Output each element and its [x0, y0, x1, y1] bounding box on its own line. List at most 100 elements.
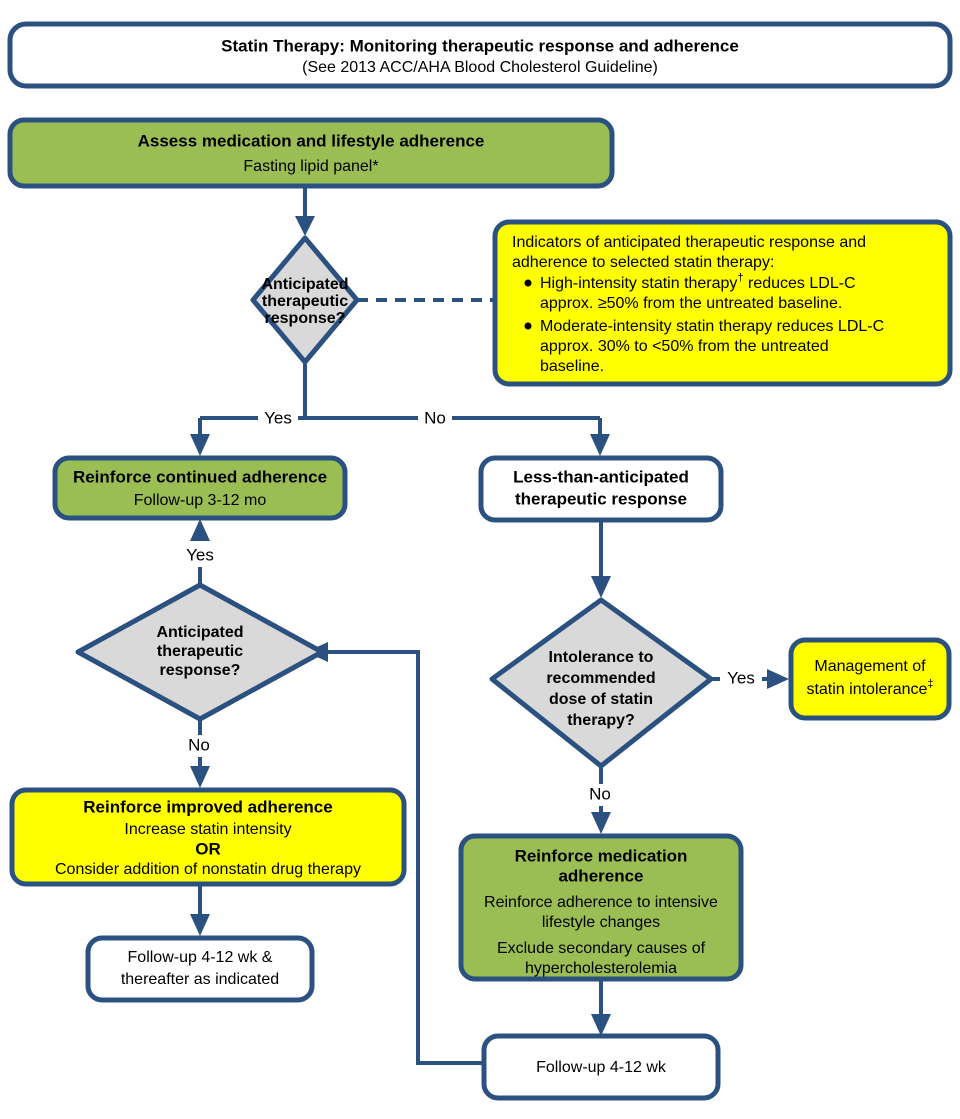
branch-label-decision2-yes: Yes — [180, 545, 220, 567]
indicators-intro-2: adherence to selected statin therapy: — [512, 254, 774, 271]
decision2-line-3: response? — [160, 662, 241, 679]
arrowhead-decision2-to-reinforce-continued — [190, 519, 210, 541]
mgmt-intolerance-line-2: statin intolerance‡ — [806, 678, 933, 698]
node-decision-anticipated-response-1[interactable]: Anticipated therapeutic response? — [250, 235, 360, 365]
indicators-b1-dagger: † — [737, 272, 743, 284]
assess-box-shape[interactable] — [7, 117, 615, 189]
decision2-shape[interactable] — [75, 582, 325, 722]
decision2-line-2: therapeutic — [157, 643, 243, 660]
indicators-b1-line2: approx. ≥50% from the untreated baseline… — [540, 295, 842, 312]
reinforce-improved-heading: Reinforce improved adherence — [83, 797, 332, 816]
reinforce-medication-line-1: Reinforce adherence to intensive — [484, 894, 718, 911]
reinforce-continued-heading: Reinforce continued adherence — [73, 467, 327, 486]
title-box-shape — [7, 21, 953, 89]
followup-bottom-line-1: Follow-up 4-12 wk — [536, 1059, 667, 1076]
followup-bottom-shape[interactable] — [481, 1033, 721, 1101]
arrowhead-yes-to-reinforce-continued — [190, 434, 210, 456]
edge-label-no-1: No — [424, 408, 446, 427]
no-label-bg — [418, 408, 452, 428]
arrowhead-reinforce-improved-to-followup-left — [190, 914, 210, 936]
arrowhead-reinforce-medication-to-followup-bottom — [591, 1014, 611, 1036]
branch-labels: Yes No — [258, 408, 452, 428]
decision2-line-1: Anticipated — [156, 624, 243, 641]
title-line-1: Statin Therapy: Monitoring therapeutic r… — [221, 36, 739, 55]
decision3-shape[interactable] — [489, 597, 714, 769]
arrowhead-decision3-to-mgmt-intolerance — [767, 669, 789, 689]
decision3-line-1: Intolerance to — [549, 649, 654, 666]
reinforce-medication-line-4: hypercholesterolemia — [525, 960, 677, 977]
yes-label-bg — [258, 408, 298, 428]
yes2-label-bg — [180, 545, 220, 567]
edge-label-no-2: No — [188, 735, 210, 754]
indicators-b1-line1-b: reduces LDL-C — [744, 275, 856, 292]
indicators-b2-line3: baseline. — [540, 358, 604, 375]
less-than-shape[interactable] — [478, 455, 724, 523]
edge-label-no-3: No — [589, 784, 611, 803]
reinforce-medication-heading-2: adherence — [558, 866, 643, 885]
decision1-line-2: therapeutic — [262, 293, 348, 310]
reinforce-continued-shape[interactable] — [52, 455, 348, 521]
title-line-2: (See 2013 ACC/AHA Blood Cholesterol Guid… — [302, 59, 658, 76]
mgmt-intolerance-shape[interactable] — [788, 637, 952, 721]
decision1-line-3: response? — [265, 310, 346, 327]
followup-left-shape[interactable] — [85, 935, 315, 1003]
less-than-line-1: Less-than-anticipated — [513, 467, 689, 486]
mgmt-intolerance-line-2-text: statin intolerance — [806, 681, 927, 698]
branch-label-decision3-no: No — [583, 784, 619, 806]
node-decision-statin-intolerance[interactable]: Intolerance to recommended dose of stati… — [489, 597, 714, 769]
indicators-intro-1: Indicators of anticipated therapeutic re… — [512, 234, 866, 251]
reinforce-medication-line-3: Exclude secondary causes of — [497, 940, 706, 957]
reinforce-continued-line-1: Follow-up 3-12 mo — [134, 492, 267, 509]
decision1-shape[interactable] — [250, 235, 360, 365]
arrowhead-decision3-to-reinforce-medication — [591, 812, 611, 834]
node-less-than-anticipated-response[interactable]: Less-than-anticipated therapeutic respon… — [478, 455, 724, 523]
reinforce-improved-line-1: Increase statin intensity — [124, 821, 291, 838]
edge-label-yes-2: Yes — [186, 545, 214, 564]
node-reinforce-continued-adherence[interactable]: Reinforce continued adherence Follow-up … — [52, 455, 348, 521]
node-assess-adherence[interactable]: Assess medication and lifestyle adherenc… — [7, 117, 615, 189]
arrowhead-no-to-less-than — [590, 434, 610, 456]
reinforce-improved-shape[interactable] — [9, 787, 407, 887]
indicators-b2-line1: Moderate-intensity statin therapy reduce… — [540, 318, 884, 335]
node-followup-left[interactable]: Follow-up 4-12 wk & thereafter as indica… — [85, 935, 315, 1003]
assess-heading: Assess medication and lifestyle adherenc… — [138, 131, 485, 150]
branch-label-decision3-yes: Yes — [720, 668, 762, 690]
branch-label-decision2-no: No — [182, 735, 218, 757]
yes3-label-bg — [720, 668, 762, 690]
indicators-b1-line1-a: High-intensity statin therapy — [540, 275, 737, 292]
no2-label-bg — [182, 735, 218, 757]
followup-left-line-2: thereafter as indicated — [121, 971, 279, 988]
arrowhead-less-than-to-decision3 — [591, 576, 611, 598]
node-indicators-note[interactable]: Indicators of anticipated therapeutic re… — [492, 219, 953, 387]
assess-line-1: Fasting lipid panel* — [243, 158, 378, 175]
node-management-statin-intolerance[interactable]: Management of statin intolerance‡ — [788, 637, 952, 721]
bullet-dot-icon — [524, 322, 532, 330]
arrowhead-decision2-to-reinforce-improved — [190, 766, 210, 788]
followup-left-line-1: Follow-up 4-12 wk & — [128, 949, 273, 966]
node-reinforce-improved-adherence[interactable]: Reinforce improved adherence Increase st… — [9, 787, 407, 887]
less-than-line-2: therapeutic response — [515, 489, 687, 508]
bullet-dot-icon — [524, 279, 532, 287]
mgmt-intolerance-double-dagger: ‡ — [927, 678, 933, 690]
decision1-line-1: Anticipated — [261, 276, 348, 293]
indicators-box-shape[interactable] — [492, 219, 953, 387]
decision3-line-2: recommended — [546, 670, 655, 687]
node-reinforce-medication-adherence[interactable]: Reinforce medication adherence Reinforce… — [458, 833, 744, 982]
node-followup-bottom[interactable]: Follow-up 4-12 wk — [481, 1033, 721, 1101]
node-decision-anticipated-response-2[interactable]: Anticipated therapeutic response? — [75, 582, 325, 722]
decision3-line-3: dose of statin — [549, 691, 653, 708]
reinforce-medication-line-2: lifestyle changes — [542, 914, 660, 931]
mgmt-intolerance-line-1: Management of — [814, 658, 926, 675]
edge-label-yes-1: Yes — [264, 408, 292, 427]
edge-label-yes-3: Yes — [727, 668, 755, 687]
edge-followup-bottom-to-decision2-feedback — [322, 650, 487, 1065]
no3-label-bg — [583, 784, 619, 806]
indicators-b1-line1: High-intensity statin therapy† reduces L… — [540, 272, 856, 292]
indicators-b2-line2: approx. 30% to <50% from the untreated — [540, 338, 829, 355]
reinforce-medication-shape[interactable] — [458, 833, 744, 982]
reinforce-improved-line-2: OR — [195, 839, 221, 858]
decision3-line-4: therapy? — [567, 712, 635, 729]
reinforce-medication-heading-1: Reinforce medication — [515, 846, 688, 865]
